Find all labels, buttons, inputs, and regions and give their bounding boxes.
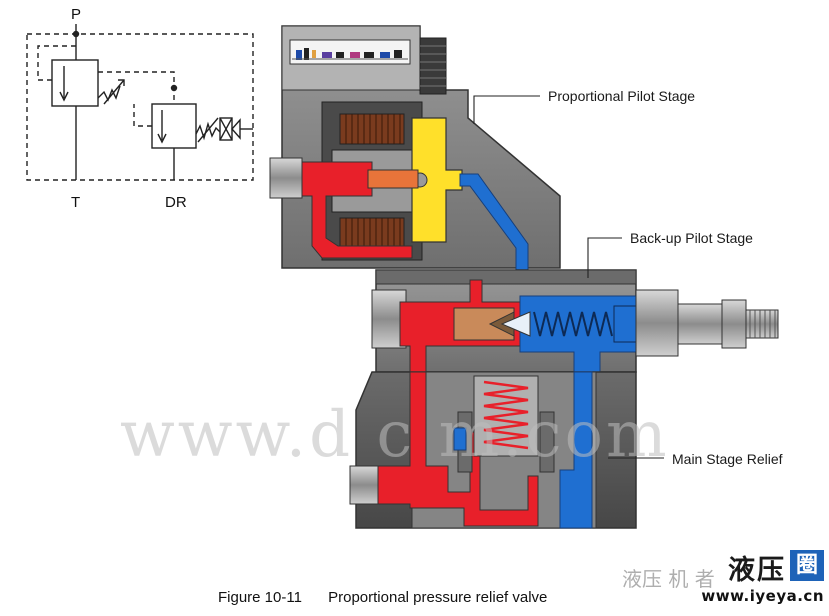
brand-url: www.iyeya.cn bbox=[701, 587, 824, 605]
figure-number: Figure 10-11 bbox=[218, 589, 302, 606]
callout-backup-pilot: Back-up Pilot Stage bbox=[630, 230, 753, 246]
lock-nut bbox=[721, 299, 747, 349]
pilot-pressure-passage bbox=[299, 161, 413, 259]
backup-poppet bbox=[500, 311, 531, 337]
main-spring bbox=[483, 380, 529, 450]
figure-title: Proportional pressure relief valve bbox=[328, 589, 548, 606]
brand-logo: 液压 圈 www.iyeya.cn bbox=[690, 548, 826, 612]
adjusting-screw bbox=[745, 309, 779, 339]
backup-spring bbox=[533, 311, 613, 337]
adjuster-nut bbox=[635, 289, 679, 357]
brand-name: 液压 bbox=[728, 555, 786, 586]
main-tank-passage bbox=[559, 371, 593, 529]
wechat-watermark: 液压 机 者 bbox=[622, 567, 715, 591]
upper-coil bbox=[339, 113, 405, 145]
brand-badge: 圈 bbox=[790, 550, 824, 581]
port-t-label: T bbox=[71, 194, 81, 211]
port-p-label: P bbox=[71, 6, 82, 23]
main-pressure-passage bbox=[377, 371, 539, 527]
pilot-port-fitting bbox=[269, 157, 303, 199]
pilot-chamber bbox=[411, 117, 463, 243]
callout-main-stage: Main Stage Relief bbox=[672, 451, 783, 467]
port-dr-label: DR bbox=[165, 194, 187, 211]
electrical-connector bbox=[419, 37, 447, 95]
lower-coil bbox=[339, 217, 405, 249]
figure-caption: Figure 10-11 Proportional pressure relie… bbox=[218, 589, 547, 606]
watermark-text: www.d c m.com bbox=[120, 398, 670, 472]
callout-proportional-pilot: Proportional Pilot Stage bbox=[548, 88, 696, 104]
